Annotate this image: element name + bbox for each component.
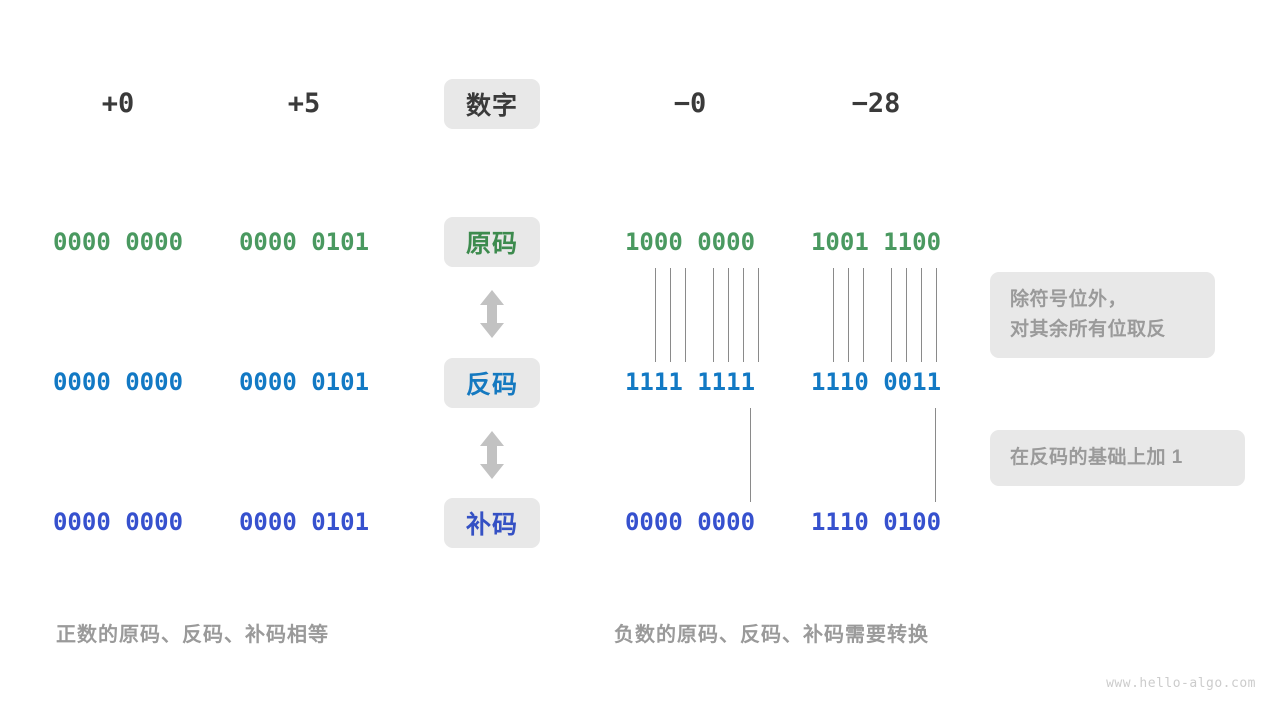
double-vertical-arrow-icon	[480, 290, 504, 338]
connector-addone-neg28	[935, 408, 936, 502]
cell-sign-magnitude-pos-five: 0000 0101	[238, 228, 370, 256]
connector-invert-neg28-bit2	[833, 268, 834, 362]
cell-twos-complement-neg-28: 1110 0100	[810, 508, 942, 536]
connector-invert-neg28-bit5	[891, 268, 892, 362]
row-label-sign-magnitude: 原码	[444, 217, 540, 267]
connector-invert-neg-zero-bit5	[713, 268, 714, 362]
row-label-ones-complement: 反码	[444, 358, 540, 408]
header-value-pos-zero: +0	[101, 88, 135, 119]
cell-sign-magnitude-pos-zero: 0000 0000	[52, 228, 184, 256]
cell-twos-complement-pos-five: 0000 0101	[238, 508, 370, 536]
connector-invert-neg28-bit8	[936, 268, 937, 362]
connector-invert-neg-zero-bit4	[685, 268, 686, 362]
header-value-neg-28: −28	[851, 88, 901, 119]
arrow-ones-to-twos	[475, 429, 509, 486]
connector-invert-neg-zero-bit3	[670, 268, 671, 362]
caption-positive: 正数的原码、反码、补码相等	[56, 624, 329, 646]
connector-invert-neg28-bit6	[906, 268, 907, 362]
connector-addone-neg-zero	[750, 408, 751, 502]
arrow-sign-to-ones	[475, 288, 509, 345]
watermark: www.hello-algo.com	[1106, 676, 1256, 691]
connector-invert-neg-zero-bit7	[743, 268, 744, 362]
cell-ones-complement-pos-zero: 0000 0000	[52, 368, 184, 396]
cell-ones-complement-neg-28: 1110 0011	[810, 368, 942, 396]
connector-invert-neg28-bit7	[921, 268, 922, 362]
header-row-label: 数字	[444, 79, 540, 129]
cell-twos-complement-neg-zero: 0000 0000	[624, 508, 756, 536]
connector-invert-neg-zero-bit6	[728, 268, 729, 362]
note-add-one-rule: 在反码的基础上加 1	[990, 430, 1245, 486]
connector-invert-neg28-bit4	[863, 268, 864, 362]
cell-ones-complement-pos-five: 0000 0101	[238, 368, 370, 396]
header-value-pos-five: +5	[287, 88, 321, 119]
double-vertical-arrow-icon	[480, 431, 504, 479]
cell-sign-magnitude-neg-zero: 1000 0000	[624, 228, 756, 256]
connector-invert-neg-zero-bit2	[655, 268, 656, 362]
note-invert-rule: 除符号位外， 对其余所有位取反	[990, 272, 1215, 358]
connector-invert-neg28-bit3	[848, 268, 849, 362]
cell-sign-magnitude-neg-28: 1001 1100	[810, 228, 942, 256]
caption-negative: 负数的原码、反码、补码需要转换	[614, 624, 929, 646]
cell-ones-complement-neg-zero: 1111 1111	[624, 368, 756, 396]
cell-twos-complement-pos-zero: 0000 0000	[52, 508, 184, 536]
row-label-twos-complement: 补码	[444, 498, 540, 548]
header-value-neg-zero: −0	[673, 88, 707, 119]
connector-invert-neg-zero-bit8	[758, 268, 759, 362]
